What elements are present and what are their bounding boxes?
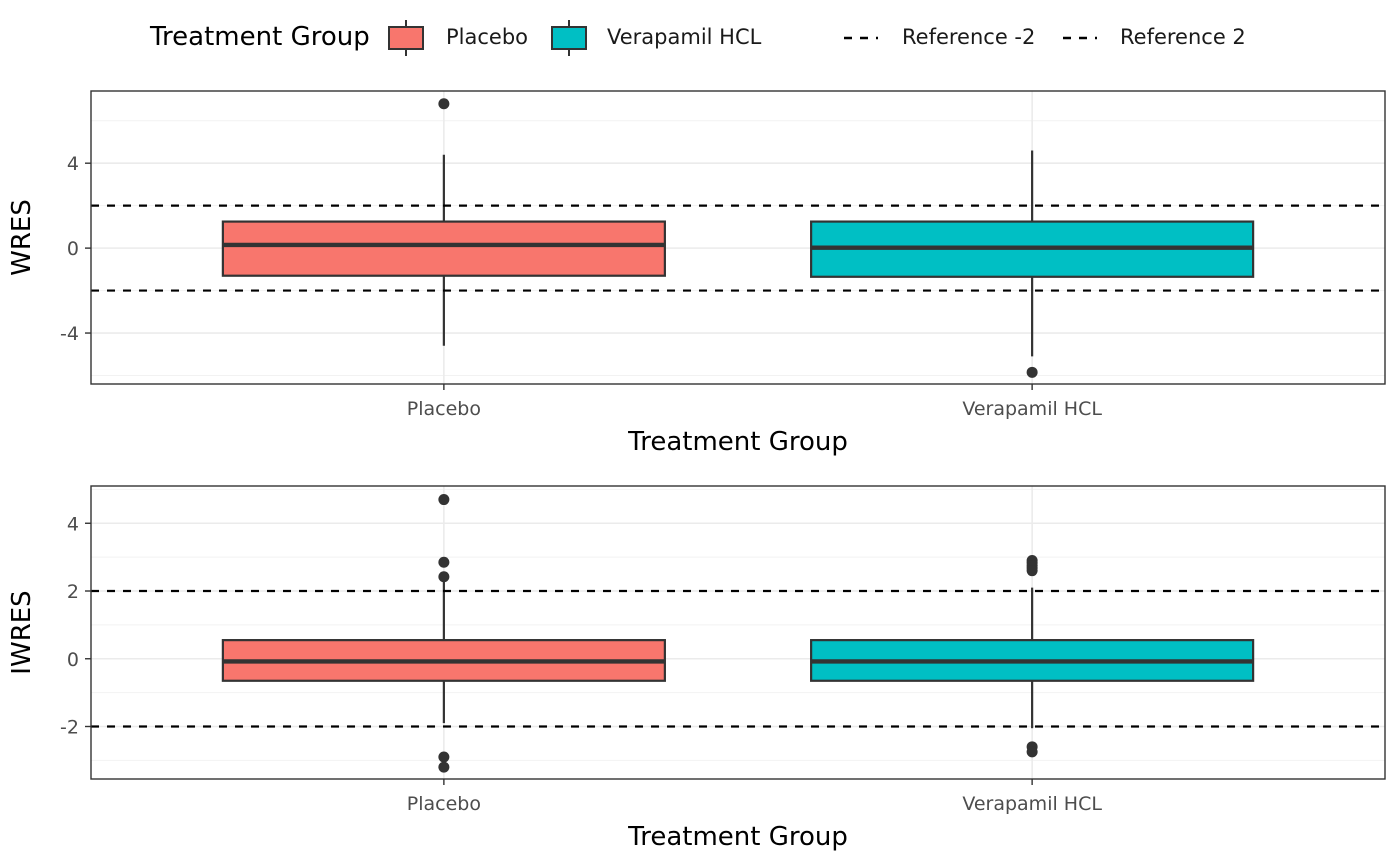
legend-label-reference-neg2: Reference -2 bbox=[902, 25, 1036, 49]
y-tick-label: 2 bbox=[67, 581, 79, 603]
legend-key-placebo bbox=[388, 20, 424, 56]
outlier-point bbox=[1026, 746, 1038, 758]
outlier-point bbox=[438, 751, 450, 763]
outlier-point bbox=[438, 556, 450, 568]
box-placebo bbox=[221, 98, 666, 346]
y-tick-label: 4 bbox=[67, 513, 79, 535]
outlier-point bbox=[1026, 366, 1038, 378]
box-verapamil-hcl bbox=[810, 555, 1255, 758]
outlier-point bbox=[1026, 565, 1038, 577]
box-verapamil-hcl bbox=[810, 150, 1255, 378]
outlier-point bbox=[438, 98, 450, 110]
legend-key-reference-2 bbox=[1063, 36, 1097, 40]
panel-border bbox=[90, 485, 1386, 780]
outlier-point bbox=[438, 494, 450, 506]
panel-border bbox=[90, 90, 1386, 385]
outlier-point bbox=[438, 571, 450, 583]
legend-title: Treatment Group bbox=[150, 22, 370, 52]
legend-swatch-placebo bbox=[388, 26, 424, 50]
legend: Treatment Group Placebo Verapamil HCL Re… bbox=[0, 14, 1400, 62]
legend-label-reference-2: Reference 2 bbox=[1120, 25, 1246, 49]
y-tick-label: 0 bbox=[67, 238, 79, 260]
legend-swatch-verapamil bbox=[551, 26, 587, 50]
legend-key-reference-neg2 bbox=[844, 36, 878, 40]
box-iqr bbox=[221, 220, 666, 277]
x-tick-label: Verapamil HCL bbox=[962, 398, 1102, 420]
y-tick-label: -2 bbox=[60, 716, 79, 738]
legend-label-placebo: Placebo bbox=[446, 25, 529, 49]
x-axis-title: Treatment Group bbox=[627, 427, 848, 457]
y-tick-label: 4 bbox=[67, 153, 79, 175]
x-tick-label: Verapamil HCL bbox=[962, 793, 1102, 815]
box-placebo bbox=[221, 494, 666, 773]
x-tick-label: Placebo bbox=[407, 398, 481, 420]
y-tick-label: 0 bbox=[67, 649, 79, 671]
x-axis-title: Treatment Group bbox=[627, 822, 848, 852]
legend-key-verapamil bbox=[551, 20, 587, 56]
legend-label-verapamil: Verapamil HCL bbox=[607, 25, 762, 49]
outlier-point bbox=[438, 761, 450, 773]
y-tick-label: -4 bbox=[60, 323, 79, 345]
y-axis-title: WRES bbox=[7, 199, 37, 276]
y-axis-title: IWRES bbox=[7, 590, 37, 674]
x-tick-label: Placebo bbox=[407, 793, 481, 815]
